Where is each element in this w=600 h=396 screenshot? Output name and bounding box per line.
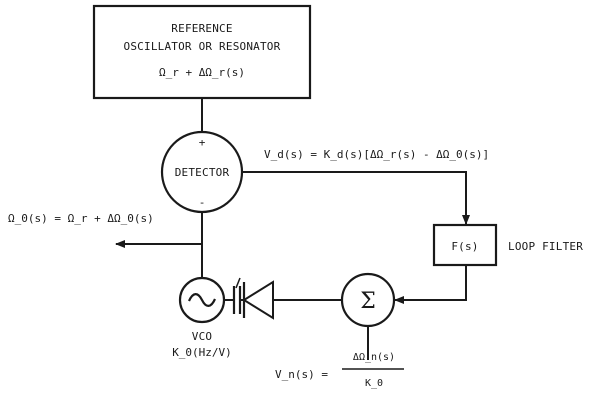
reference-oscillator-box <box>92 4 312 100</box>
summer-block: Σ <box>340 272 396 328</box>
summer-sigma-symbol: Σ <box>360 289 376 314</box>
reference-label-line2: OSCILLATOR OR RESONATOR <box>124 40 281 53</box>
wire-detector-to-filter <box>242 171 470 225</box>
detector-minus-sign: - <box>199 196 206 209</box>
loop-filter-caption: LOOP FILTER <box>508 240 583 253</box>
detector-block: DETECTOR + - <box>160 130 244 214</box>
reference-oscillator-block: REFERENCE OSCILLATOR OR RESONATOR Ω_r + … <box>92 4 312 100</box>
noise-equation: V_n(s) = ΔΩ_n(s) K_0 <box>275 352 404 389</box>
detector-plus-sign: + <box>199 136 206 149</box>
loop-filter-label: F(s) <box>451 240 478 253</box>
loop-filter-block: F(s) LOOP FILTER <box>432 223 583 267</box>
noise-equation-denominator: K_0 <box>365 378 383 389</box>
detector-output-equation: V_d(s) = K_d(s)[ΔΩ_r(s) - ΔΩ_0(s)] <box>264 148 489 161</box>
noise-equation-numerator: ΔΩ_n(s) <box>353 352 395 363</box>
varactor-diode-icon <box>227 277 274 320</box>
reference-label-line1: REFERENCE <box>171 22 232 35</box>
vco-gain-label: K_0(Hz/V) <box>172 346 232 359</box>
wire-filter-to-summer <box>394 265 467 304</box>
output-equation: Ω_0(s) = Ω_r + ΔΩ_0(s) <box>8 212 154 225</box>
reference-signal-label: Ω_r + ΔΩ_r(s) <box>159 66 245 79</box>
vco-sine-icon <box>187 293 217 307</box>
detector-label: DETECTOR <box>175 166 230 179</box>
noise-equation-lhs: V_n(s) = <box>275 368 328 381</box>
vco-block: ~ VCO K_0(Hz/V) <box>172 276 232 359</box>
vco-symbol-text: ~ <box>202 302 203 304</box>
vco-label: VCO <box>192 330 212 343</box>
